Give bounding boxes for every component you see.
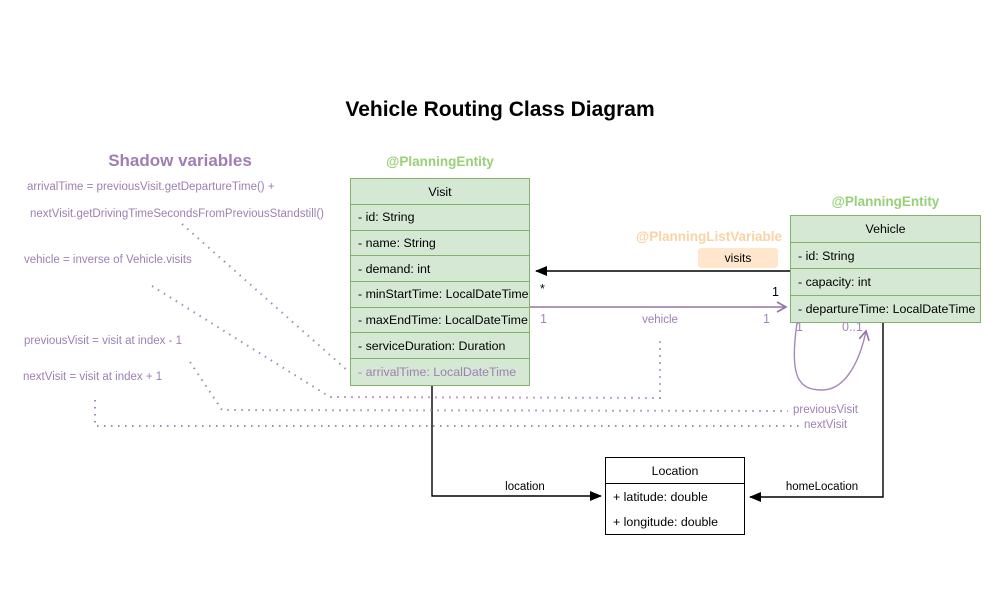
- planninglistvariable-annotation: @PlanningListVariable: [636, 229, 782, 244]
- location-association-line: [431, 386, 602, 501]
- vehicle-self-loop-line: [793, 322, 870, 391]
- shadow-rule-vehicle: vehicle = inverse of Vehicle.visits: [24, 254, 192, 266]
- shadow-rule-previousvisit: previousVisit = visit at index - 1: [24, 335, 182, 347]
- vehicle-field-id: - id: String: [791, 243, 980, 270]
- visit-field-name: - name: String: [351, 231, 529, 257]
- visit-planningentity-annotation: @PlanningEntity: [386, 154, 494, 169]
- vehicle-field-departuretime: - departureTime: LocalDateTime: [798, 301, 976, 316]
- location-class-box: Location + latitude: double + longitude:…: [605, 457, 745, 535]
- homelocation-association-label: homeLocation: [785, 481, 859, 493]
- vehicle-class-box: Vehicle - id: String - capacity: int - d…: [790, 215, 981, 323]
- selfloop-multiplicity-target: 0..1: [842, 320, 863, 334]
- visit-field-minstarttime: - minStartTime: LocalDateTime: [351, 282, 529, 308]
- vehicle-multiplicity-visit-end: 1: [540, 312, 547, 326]
- homelocation-association-line: [749, 322, 884, 502]
- visit-field-maxendtime: - maxEndTime: LocalDateTime: [351, 308, 529, 334]
- visit-field-serviceduration: - serviceDuration: Duration: [351, 333, 529, 360]
- visit-field-id: - id: String: [351, 205, 529, 231]
- visit-field-demand: - demand: int: [351, 256, 529, 283]
- shadow-rule-arrivaltime-line1: arrivalTime = previousVisit.getDeparture…: [27, 181, 275, 193]
- visits-multiplicity-vehicle-end: 1: [772, 285, 779, 299]
- visit-class-box: Visit - id: String - name: String - dema…: [350, 178, 530, 386]
- diagram-title: Vehicle Routing Class Diagram: [345, 98, 655, 121]
- location-class-name: Location: [606, 458, 744, 484]
- location-field-longitude: + longitude: double: [613, 514, 719, 529]
- vehicle-class-name: Vehicle: [791, 216, 980, 243]
- vehicle-multiplicity-vehicle-end: 1: [763, 312, 770, 326]
- location-association-label: location: [505, 481, 545, 493]
- vehicle-association-label: vehicle: [642, 314, 678, 326]
- shadow-variables-heading: Shadow variables: [108, 151, 252, 170]
- visits-multiplicity-visit-end: *: [540, 282, 545, 296]
- shadow-connector-arrivaltime: [181, 223, 349, 372]
- shadow-rule-arrivaltime-line2: nextVisit.getDrivingTimeSecondsFromPrevi…: [30, 208, 324, 220]
- visits-association-label: visits: [698, 248, 778, 268]
- vehicle-field-capacity: - capacity: int: [791, 269, 980, 296]
- shadow-connector-previousvisit: [189, 361, 789, 412]
- shadow-rule-nextvisit: nextVisit = visit at index + 1: [23, 371, 163, 383]
- nextvisit-label: nextVisit: [804, 419, 848, 431]
- selfloop-multiplicity-source: 1: [796, 320, 803, 334]
- vehicle-planningentity-annotation: @PlanningEntity: [831, 194, 940, 209]
- previousvisit-label: previousVisit: [793, 404, 858, 416]
- visit-field-arrivaltime: - arrivalTime: LocalDateTime: [358, 364, 517, 379]
- shadow-connector-nextvisit: [94, 400, 799, 427]
- visit-class-name: Visit: [351, 179, 529, 205]
- location-field-latitude: + latitude: double: [613, 489, 708, 504]
